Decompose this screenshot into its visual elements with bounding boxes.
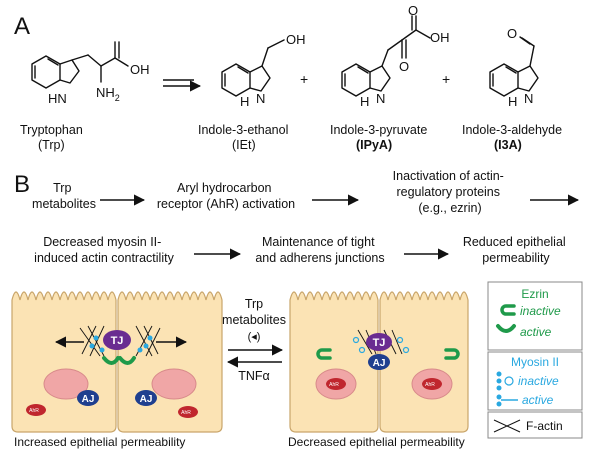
- flow-step-ahr-activation: Aryl hydrocarbon receptor (AhR) activati…: [157, 181, 295, 211]
- treatment-metabolites-label: metabolites: [222, 313, 286, 327]
- ezrin-inactive-right-2: [444, 348, 460, 360]
- plus-sign-2: +: [442, 71, 450, 87]
- indole-3-aldehyde-name: Indole-3-aldehyde: [462, 123, 562, 137]
- right-epithelial-cells: [289, 291, 469, 433]
- svg-text:AJ: AJ: [140, 394, 153, 405]
- tryptophan-structure: [31, 41, 129, 89]
- iet-oh-atom: OH: [286, 32, 306, 47]
- legend: Ezrin inactive active Myosin II inactive…: [487, 281, 583, 439]
- ipya-top-o-atom: O: [408, 3, 418, 18]
- indole-3-aldehyde-abbr: (I3A): [494, 138, 522, 152]
- tnf-alpha-label: TNFα: [238, 369, 270, 383]
- nucleus: [43, 368, 89, 400]
- legend-myosin-inactive-icon: [496, 371, 514, 391]
- indole-3-ethanol-structure: [221, 39, 285, 97]
- trp-hn-atom: HN: [48, 91, 67, 106]
- panel-a-label: A: [14, 13, 30, 40]
- ezrin-active-left: [102, 356, 136, 365]
- right-myosin: [352, 336, 410, 354]
- legend-ezrin-inactive: inactive: [520, 304, 561, 318]
- svg-text:TJ: TJ: [111, 335, 124, 347]
- flow-step-reduced-permeability: Reduced epithelial permeability: [463, 235, 569, 265]
- indole-3-pyruvate-name: Indole-3-pyruvate: [330, 123, 427, 137]
- indole-3-ethanol-name: Indole-3-ethanol: [198, 123, 288, 137]
- iet-n-atom: N: [256, 91, 265, 106]
- legend-myosin-inactive: inactive: [518, 374, 559, 388]
- legend-ezrin-inactive-icon: [500, 304, 516, 316]
- svg-text:AJ: AJ: [373, 358, 386, 369]
- i3a-o-atom: O: [507, 26, 517, 41]
- adherens-junction-left: AJ: [77, 390, 99, 406]
- flow-step-actin-regulatory: Inactivation of actin- regulatory protei…: [393, 169, 508, 215]
- indole-3-ethanol-abbr: (IEt): [232, 138, 256, 152]
- left-myosin: [89, 335, 153, 353]
- ahr-receptor-right-2: AhR: [422, 378, 442, 390]
- adherens-junction-left-2: AJ: [135, 390, 157, 406]
- flow-step-junction-maintenance: Maintenance of tight and adherens juncti…: [255, 235, 384, 265]
- flow-step-myosin-contractility: Decreased myosin II- induced actin contr…: [34, 235, 174, 265]
- svg-text:AhR: AhR: [181, 410, 191, 416]
- treatment-trp-label: Trp: [245, 297, 263, 311]
- ipya-h-atom: H: [360, 94, 369, 109]
- legend-myosin-title: Myosin II: [511, 355, 559, 369]
- ipya-o-atom: O: [399, 59, 409, 74]
- legend-factin-icon: [493, 419, 521, 433]
- ezrin-inactive-right-1: [316, 348, 332, 360]
- indole-3-pyruvate-structure: [341, 15, 431, 97]
- svg-text:AhR: AhR: [329, 382, 339, 388]
- tryptophan-name: Tryptophan: [20, 123, 83, 137]
- svg-text:AJ: AJ: [82, 394, 95, 405]
- flow-step-trp-metabolites: Trp metabolites: [32, 181, 96, 211]
- tryptophan-abbr: (Trp): [38, 138, 65, 152]
- legend-ezrin-active-icon: [496, 324, 516, 333]
- indole-3-aldehyde-structure: [489, 36, 539, 97]
- conversion-arrow: [163, 79, 202, 92]
- adherens-junction-right: AJ: [368, 354, 390, 370]
- i3a-n-atom: N: [524, 91, 533, 106]
- svg-text:AhR: AhR: [29, 408, 39, 414]
- svg-text:TJ: TJ: [373, 337, 386, 349]
- legend-factin: F-actin: [526, 419, 563, 433]
- iet-h-atom: H: [240, 94, 249, 109]
- ahr-receptor-right-1: AhR: [326, 378, 346, 390]
- ahr-receptor-left-2: AhR: [178, 406, 198, 418]
- right-caption: Decreased epithelial permeability: [288, 435, 465, 449]
- i3a-h-atom: H: [508, 94, 517, 109]
- legend-myosin-active: active: [522, 393, 554, 407]
- ipya-oh-atom: OH: [430, 30, 450, 45]
- plus-sign-1: +: [300, 71, 308, 87]
- tight-junction-right: TJ: [366, 333, 392, 351]
- nucleus: [151, 368, 197, 400]
- trp-nh2-atom: NH2: [96, 85, 120, 103]
- legend-myosin-active-icon: [496, 394, 518, 407]
- svg-text:AhR: AhR: [425, 382, 435, 388]
- trp-oh-atom: OH: [130, 62, 150, 77]
- legend-ezrin-title: Ezrin: [521, 287, 548, 301]
- treatment-symbol: (◂): [248, 331, 261, 343]
- indole-3-pyruvate-abbr: (IPyA): [356, 138, 392, 152]
- left-caption: Increased epithelial permeability: [14, 435, 185, 449]
- panel-b-label: B: [14, 171, 30, 198]
- ipya-n-atom: N: [376, 91, 385, 106]
- legend-ezrin-active: active: [520, 325, 552, 339]
- ahr-receptor-left: AhR: [26, 404, 46, 416]
- tight-junction-left: TJ: [103, 330, 131, 350]
